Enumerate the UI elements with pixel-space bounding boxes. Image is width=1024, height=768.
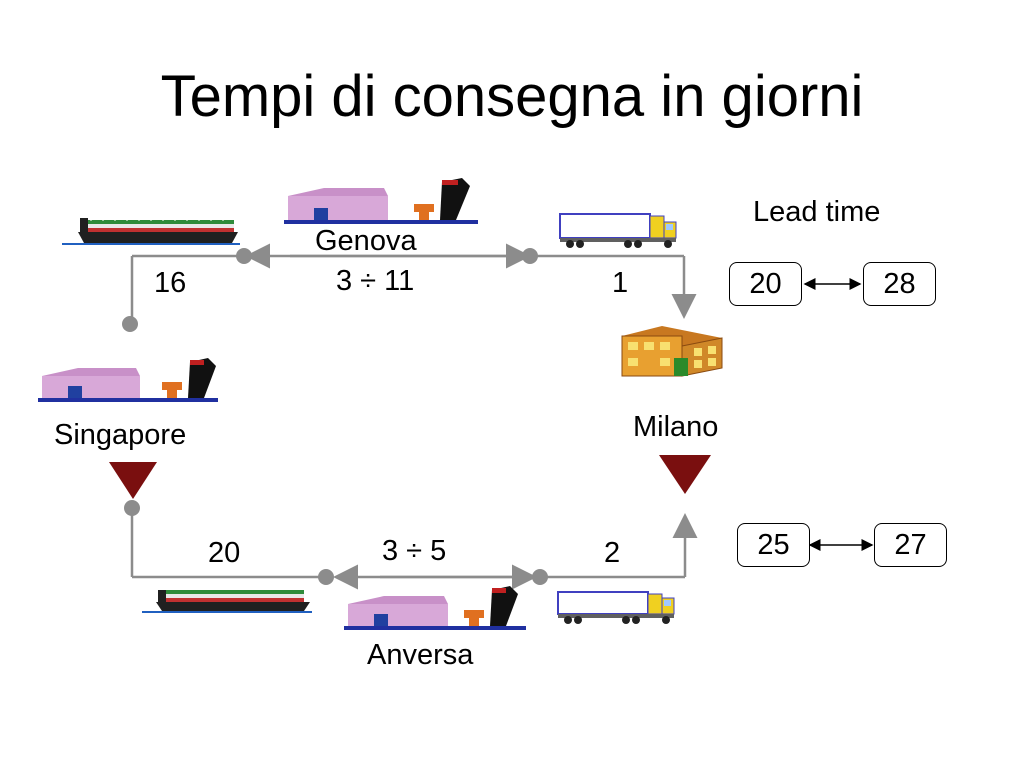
container-ship-icon [142, 590, 312, 613]
port-warehouse-icon [284, 178, 478, 224]
node-dot [522, 248, 538, 264]
port-warehouse-icon [38, 358, 218, 402]
node-dot [236, 248, 252, 264]
location-label-singapore: Singapore [54, 419, 187, 451]
leg-days-lower-ship: 20 [208, 537, 241, 569]
lead-time-upper-max: 28 [863, 262, 936, 306]
lead-time-lower-min: 25 [737, 523, 810, 567]
stock-triangle-milano [659, 455, 711, 494]
node-dot [122, 316, 138, 332]
lead-time-lower-max: 27 [874, 523, 947, 567]
location-label-milano: Milano [633, 411, 719, 443]
upper-route [122, 243, 697, 332]
location-label-genova: Genova [315, 225, 417, 257]
leg-days-upper-truck: 1 [612, 267, 629, 299]
leg-days-upper-ship: 16 [154, 267, 187, 299]
node-dot [124, 500, 140, 516]
lead-time-label: Lead time [753, 196, 881, 228]
truck-icon [557, 591, 675, 624]
range-label-genova: 3 ÷ 11 [336, 265, 415, 297]
lower-route [124, 500, 698, 590]
port-warehouse-icon [344, 586, 526, 630]
node-dot [532, 569, 548, 585]
container-ship-icon [62, 218, 240, 245]
lead-time-upper-min: 20 [729, 262, 802, 306]
factory-icon [621, 326, 723, 377]
node-dot [318, 569, 334, 585]
page-title: Tempi di consegna in giorni [160, 64, 864, 129]
range-label-anversa: 3 ÷ 5 [382, 535, 447, 567]
leg-days-lower-truck: 2 [604, 537, 621, 569]
location-label-anversa: Anversa [367, 639, 474, 671]
truck-icon [559, 213, 677, 248]
stock-triangle-singapore [109, 462, 157, 499]
